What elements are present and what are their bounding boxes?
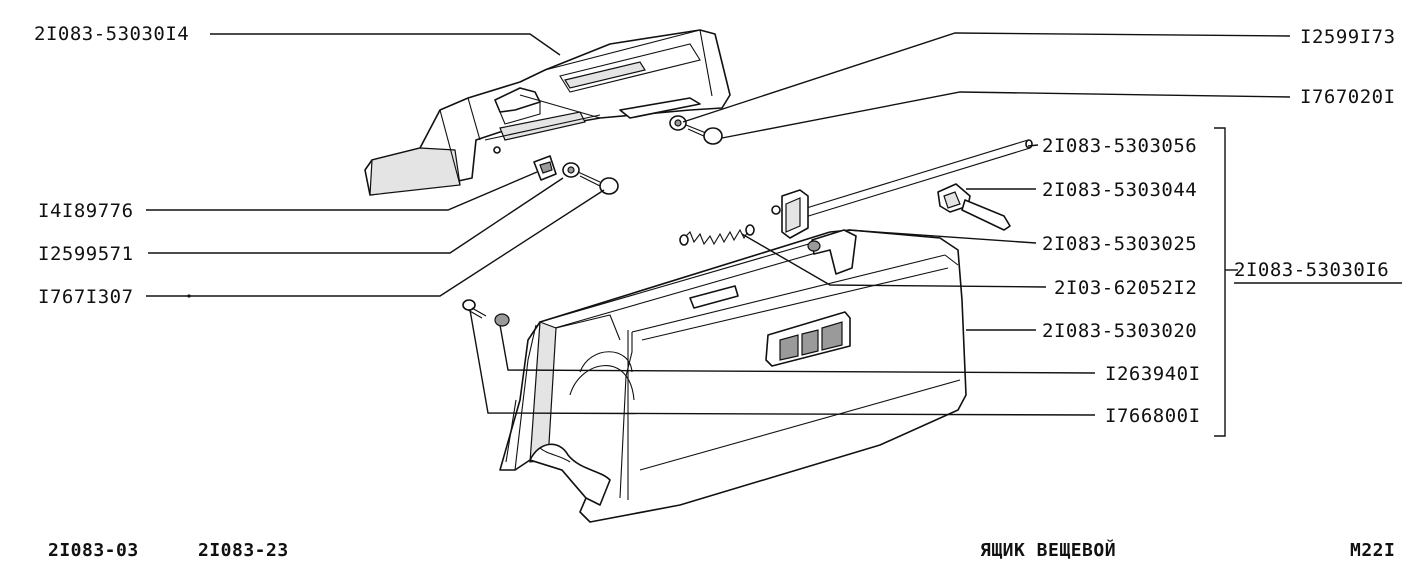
label-rod: 2I083-5303056 (1042, 135, 1197, 157)
footer-model-1: 2I083-03 (48, 540, 139, 561)
glovebox-upper-cover (364, 29, 731, 196)
buffer-stop (937, 183, 1011, 231)
washer-left (562, 162, 580, 178)
footer-title: ЯЩИК ВЕЩЕВОЙ (980, 539, 1116, 561)
screw-left (577, 171, 619, 195)
label-washer: I2599571 (38, 243, 134, 265)
washer-right (669, 115, 687, 131)
label-nut: I263940I (1105, 363, 1201, 385)
screw-right (685, 124, 723, 145)
screw-box-left (462, 299, 487, 319)
label-assembly: 2I083-53030I6 (1234, 259, 1389, 281)
leader-lines (146, 32, 1291, 437)
hinge-bracket (771, 189, 809, 239)
label-screw-left: I767I307 (38, 286, 134, 308)
nut-box-left (494, 313, 510, 327)
glovebox-body (499, 229, 967, 523)
label-lid: 2I083-53030I4 (34, 23, 189, 45)
hinge-rod (799, 139, 1033, 219)
label-spring: 2I03-62052I2 (1054, 277, 1197, 299)
footer-model-2: 2I083-23 (198, 540, 289, 561)
label-buffer: 2I083-5303044 (1042, 179, 1197, 201)
label-screw-box: I766800I (1105, 405, 1201, 427)
footer-page-code: M22I (1350, 540, 1395, 561)
label-hinge: 2I083-5303025 (1042, 233, 1197, 255)
label-box-body: 2I083-5303020 (1042, 320, 1197, 342)
speed-clip (533, 155, 557, 181)
label-washer-right: I2599I73 (1300, 26, 1396, 48)
label-screw-right: I767020I (1300, 86, 1396, 108)
spring (679, 224, 755, 246)
label-speed-clip: I4I89776 (38, 200, 134, 222)
